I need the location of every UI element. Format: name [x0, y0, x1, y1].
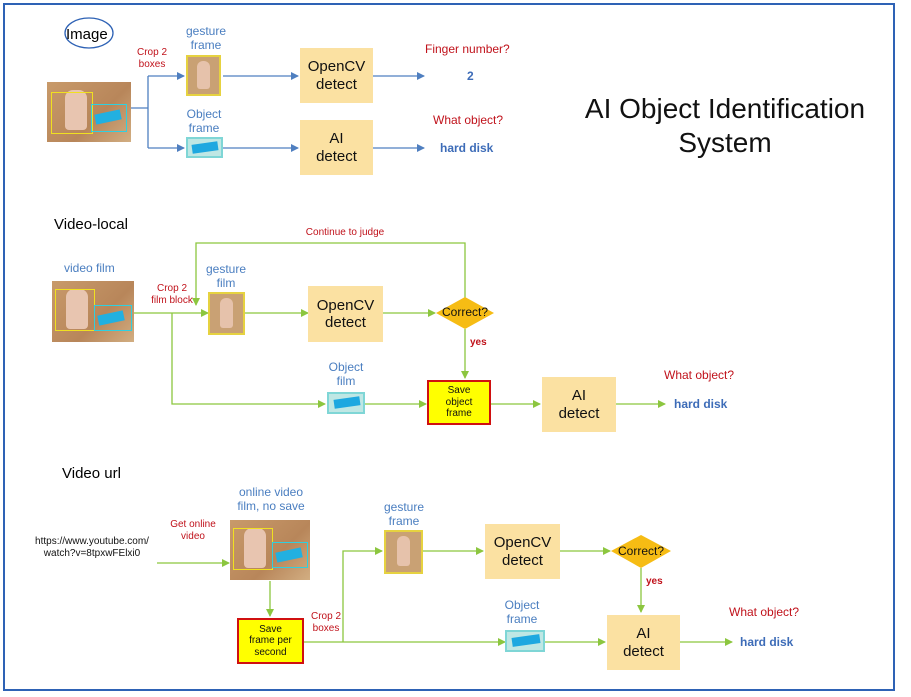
object-answer-3: hard disk	[740, 635, 794, 649]
source-image	[47, 82, 131, 142]
yes-label-3: yes	[646, 576, 663, 587]
gesture-frame-thumb-3	[384, 530, 423, 574]
section-video-local-label: Video-local	[54, 216, 128, 233]
yes-label-2: yes	[470, 337, 487, 348]
finger-number-question: Finger number?	[425, 42, 510, 56]
object-frame-thumb	[186, 137, 223, 158]
correct-decision-2: Correct?	[441, 305, 488, 319]
diagram-border	[3, 3, 895, 691]
object-answer-1: hard disk	[440, 141, 494, 155]
youtube-url: https://www.youtube.com/watch?v=8tpxwFEl…	[35, 536, 149, 559]
decision-diamond-2	[436, 297, 494, 329]
gesture-film-thumb	[208, 292, 245, 335]
gesture-frame-thumb	[186, 55, 221, 96]
video-film-thumb	[52, 281, 134, 342]
object-frame-thumb-3	[505, 630, 545, 652]
online-video-thumb	[230, 520, 310, 580]
correct-decision-3: Correct?	[617, 544, 664, 558]
continue-to-judge-label: Continue to judge	[305, 227, 385, 238]
section-image-label: Image	[66, 26, 108, 43]
section-video-url-label: Video url	[62, 465, 121, 482]
what-object-question-3: What object?	[729, 605, 800, 619]
image-section-ellipse	[64, 17, 114, 49]
finger-number-answer: 2	[467, 69, 474, 83]
object-film-thumb	[327, 392, 365, 414]
video-film-label: video film	[64, 261, 115, 275]
object-answer-2: hard disk	[674, 397, 728, 411]
what-object-question-2: What object?	[664, 368, 735, 382]
decision-diamond-3	[611, 535, 671, 568]
what-object-question-1: What object?	[433, 113, 504, 127]
